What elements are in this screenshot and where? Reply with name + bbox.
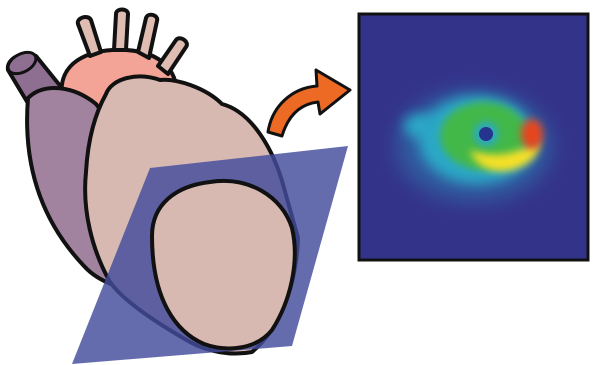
curved-arrow-right-icon	[268, 70, 350, 136]
scan-cavity-core	[479, 127, 493, 141]
scan-low-uptake-lobe	[404, 114, 436, 138]
heart-illustration	[5, 10, 348, 365]
scan-image	[359, 14, 588, 260]
scan-peak-uptake	[521, 119, 543, 149]
